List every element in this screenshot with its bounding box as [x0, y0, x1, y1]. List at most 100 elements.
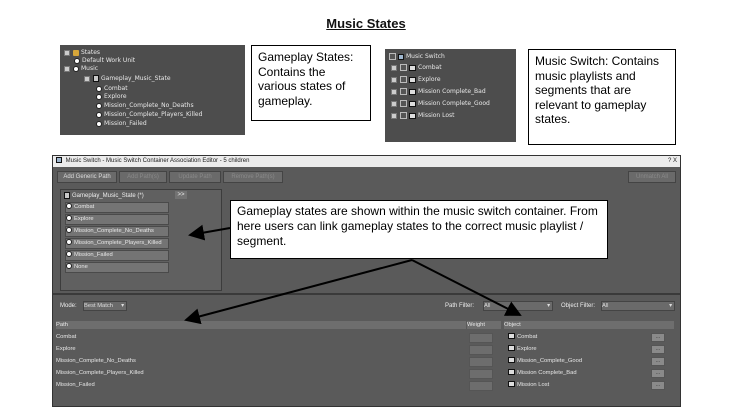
object-cell[interactable]: Explore	[508, 344, 668, 354]
group-item-explore[interactable]: Explore	[65, 214, 169, 225]
expand-icon[interactable]	[64, 49, 70, 56]
tree-item-combat-playlist[interactable]: Combat	[391, 64, 442, 72]
tree-item-gameplay-music-state[interactable]: Gameplay_Music_State	[84, 75, 171, 83]
state-icon	[66, 251, 72, 258]
playlist-icon	[409, 64, 416, 71]
weight-field[interactable]	[469, 345, 493, 355]
expand-icon[interactable]	[391, 76, 397, 83]
state-icon	[96, 93, 102, 100]
object-cell[interactable]: Mission_Complete_Good	[508, 356, 668, 366]
state-icon	[66, 227, 72, 234]
state-icon	[96, 120, 102, 127]
tree-item-music-switch[interactable]: Music Switch	[389, 53, 445, 61]
column-header-weight[interactable]: Weight	[467, 321, 501, 329]
checkbox[interactable]	[400, 100, 407, 107]
path-row[interactable]: Mission_Failed	[56, 382, 95, 388]
tree-item-mission-complete-good[interactable]: Mission Complete_Good	[391, 100, 490, 108]
tree-item-explore[interactable]: Explore	[96, 93, 127, 101]
path-row[interactable]: Combat	[56, 334, 77, 340]
tree-item-mission-complete-no-deaths[interactable]: Mission_Complete_No_Deaths	[96, 102, 194, 110]
browse-object-button[interactable]: ...	[651, 381, 665, 390]
object-cell[interactable]: Combat	[508, 332, 668, 342]
tree-item-mission-failed[interactable]: Mission_Failed	[96, 120, 147, 128]
browse-object-button[interactable]: ...	[651, 357, 665, 366]
weight-field[interactable]	[469, 357, 493, 367]
arrow-to-object-column	[411, 259, 522, 316]
switch-container-icon	[398, 53, 404, 60]
playlist-icon	[508, 357, 515, 364]
column-header-path[interactable]: Path	[56, 321, 466, 329]
group-item-mission-failed[interactable]: Mission_Failed	[65, 250, 169, 261]
browse-object-button[interactable]: ...	[651, 333, 665, 342]
state-icon	[66, 239, 72, 246]
path-row[interactable]: Mission_Complete_No_Deaths	[56, 358, 136, 364]
states-tree-panel: States Default Work Unit Music Gameplay_…	[60, 45, 245, 135]
path-row[interactable]: Explore	[56, 346, 76, 352]
group-item-mission-complete-players-killed[interactable]: Mission_Complete_Players_Killed	[65, 238, 169, 249]
tree-item-default-work-unit[interactable]: Default Work Unit	[74, 57, 135, 65]
callout-editor: Gameplay states are shown within the mus…	[230, 200, 608, 259]
weight-field[interactable]	[469, 381, 493, 391]
state-group-header[interactable]: Gameplay_Music_State (*)	[64, 192, 144, 199]
tree-item-mission-complete-bad[interactable]: Mission Complete_Bad	[391, 88, 486, 96]
expand-icon[interactable]	[391, 64, 397, 71]
music-switch-tree-panel: Music Switch Combat Explore Mission Comp…	[385, 49, 516, 142]
expand-icon[interactable]	[391, 100, 397, 107]
add-paths-button[interactable]: Add Path(s)	[119, 171, 167, 183]
column-header-object[interactable]: Object	[504, 321, 674, 329]
state-group-icon	[64, 192, 70, 199]
weight-field[interactable]	[469, 369, 493, 379]
mode-label: Mode:	[60, 303, 77, 309]
playlist-icon	[409, 76, 416, 83]
update-path-button[interactable]: Update Path	[169, 171, 221, 183]
checkbox[interactable]	[400, 88, 407, 95]
object-cell[interactable]: Mission Lost	[508, 380, 668, 390]
checkbox[interactable]	[389, 53, 396, 60]
state-icon	[96, 111, 102, 118]
work-unit-icon	[74, 57, 80, 64]
close-icon[interactable]: ? X	[667, 158, 677, 164]
group-item-none[interactable]: None	[65, 262, 169, 273]
expand-icon[interactable]	[391, 88, 397, 95]
checkbox[interactable]	[400, 112, 407, 119]
expand-icon[interactable]	[64, 65, 70, 72]
state-group-icon	[93, 75, 99, 82]
unmatch-all-button[interactable]: Unmatch All	[628, 171, 676, 183]
playlist-icon	[508, 333, 515, 340]
tree-item-mission-lost[interactable]: Mission Lost	[391, 112, 455, 120]
path-row[interactable]: Mission_Complete_Players_Killed	[56, 370, 144, 376]
callout-music-switch: Music Switch: Contains music playlists a…	[528, 49, 676, 145]
object-filter-dropdown[interactable]: All▾	[601, 301, 675, 311]
object-cell[interactable]: Mission Complete_Bad	[508, 368, 668, 378]
tree-item-states[interactable]: States	[64, 49, 100, 57]
splitter[interactable]	[53, 293, 680, 295]
playlist-icon	[409, 100, 416, 107]
checkbox[interactable]	[400, 64, 407, 71]
path-filter-label: Path Filter:	[445, 303, 475, 309]
playlist-icon	[508, 369, 515, 376]
tree-item-mission-complete-players-killed[interactable]: Mission_Complete_Players_Killed	[96, 111, 202, 119]
state-icon	[66, 263, 72, 270]
group-item-combat[interactable]: Combat	[65, 202, 169, 213]
tree-item-music[interactable]: Music	[64, 65, 98, 73]
mode-dropdown[interactable]: Best Match▾	[83, 301, 127, 311]
arrow-to-state-group	[188, 224, 231, 241]
expand-columns-button[interactable]: >>	[175, 191, 187, 199]
chevron-down-icon: ▾	[547, 303, 550, 309]
browse-object-button[interactable]: ...	[651, 345, 665, 354]
group-item-mission-complete-no-deaths[interactable]: Mission_Complete_No_Deaths	[65, 226, 169, 237]
remove-paths-button[interactable]: Remove Path(s)	[223, 171, 283, 183]
tree-item-explore-playlist[interactable]: Explore	[391, 76, 441, 84]
state-icon	[96, 102, 102, 109]
browse-object-button[interactable]: ...	[651, 369, 665, 378]
tree-item-combat[interactable]: Combat	[96, 85, 128, 93]
weight-field[interactable]	[469, 333, 493, 343]
editor-title: Music Switch - Music Switch Container As…	[65, 158, 250, 164]
chevron-down-icon: ▾	[121, 303, 124, 309]
editor-titlebar: Music Switch - Music Switch Container As…	[53, 156, 680, 167]
page-title: Music States	[326, 16, 406, 31]
checkbox[interactable]	[400, 76, 407, 83]
expand-icon[interactable]	[391, 112, 397, 119]
expand-icon[interactable]	[84, 75, 90, 82]
add-generic-path-button[interactable]: Add Generic Path	[57, 171, 117, 183]
